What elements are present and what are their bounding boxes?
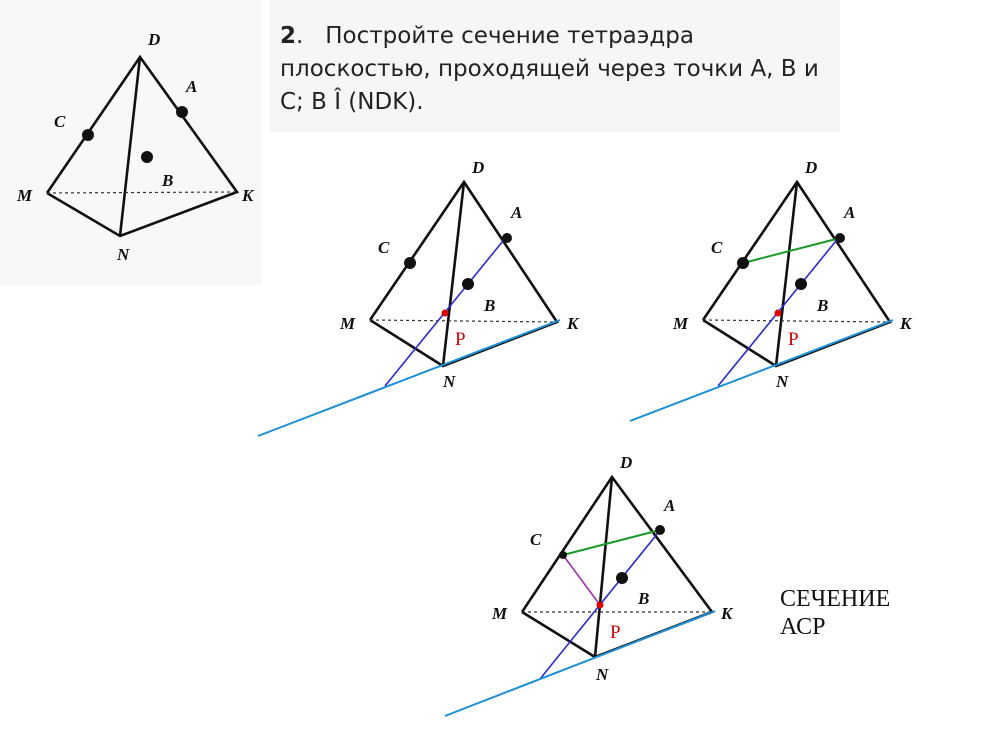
label-m: M <box>339 314 356 333</box>
answer-line-1: СЕЧЕНИЕ <box>780 586 891 612</box>
label-b: B <box>161 171 173 190</box>
label-k: K <box>899 314 913 333</box>
label-m: M <box>491 604 508 623</box>
line-nk <box>629 319 894 422</box>
label-n: N <box>775 372 789 391</box>
answer-line-2: АСР <box>780 614 826 640</box>
line-cp <box>562 554 601 606</box>
task-number: 2 <box>280 23 297 49</box>
task-line-1: Постройте сечение тетраэдра <box>325 23 694 49</box>
label-n: N <box>595 665 609 684</box>
label-c: C <box>711 238 723 257</box>
figure-3-tetrahedron: D A C B M K N P <box>629 158 913 422</box>
label-p: P <box>610 622 621 643</box>
label-k: K <box>241 186 255 205</box>
label-a: A <box>185 77 197 96</box>
figure-2-tetrahedron: D A C B M K N P <box>257 158 580 437</box>
label-b: B <box>816 296 828 315</box>
line-ca <box>742 237 841 264</box>
label-b: B <box>637 589 649 608</box>
label-p: P <box>788 329 799 350</box>
line-nk <box>257 319 561 437</box>
line-ca <box>562 529 661 556</box>
label-a: A <box>510 203 522 222</box>
label-a: A <box>663 496 675 515</box>
label-d: D <box>471 158 484 177</box>
line-nk <box>444 610 716 717</box>
label-c: C <box>530 530 542 549</box>
label-p: P <box>455 329 466 350</box>
point-p <box>596 601 604 609</box>
label-d: D <box>147 30 160 49</box>
label-b: B <box>483 296 495 315</box>
label-c: C <box>378 238 390 257</box>
point-b <box>141 151 153 163</box>
label-m: M <box>672 314 689 333</box>
label-n: N <box>116 245 130 264</box>
point-p <box>441 309 449 317</box>
figure-1-tetrahedron: D A C B M K N <box>16 30 255 264</box>
label-m: M <box>16 186 33 205</box>
point-p <box>774 309 782 317</box>
task-line-3: C; B Î (NDK). <box>280 89 424 115</box>
label-n: N <box>442 372 456 391</box>
label-a: A <box>843 203 855 222</box>
label-c: C <box>54 112 66 131</box>
label-d: D <box>804 158 817 177</box>
label-k: K <box>566 314 580 333</box>
point-c <box>82 129 94 141</box>
label-d: D <box>619 453 632 472</box>
point-a <box>176 106 188 118</box>
label-k: K <box>720 604 734 623</box>
figure-4-tetrahedron: D A C B M K N P <box>444 453 734 717</box>
answer-text: СЕЧЕНИЕ АСР <box>780 585 890 641</box>
task-line-2: плоскостью, проходящей через точки A, B … <box>280 56 819 82</box>
